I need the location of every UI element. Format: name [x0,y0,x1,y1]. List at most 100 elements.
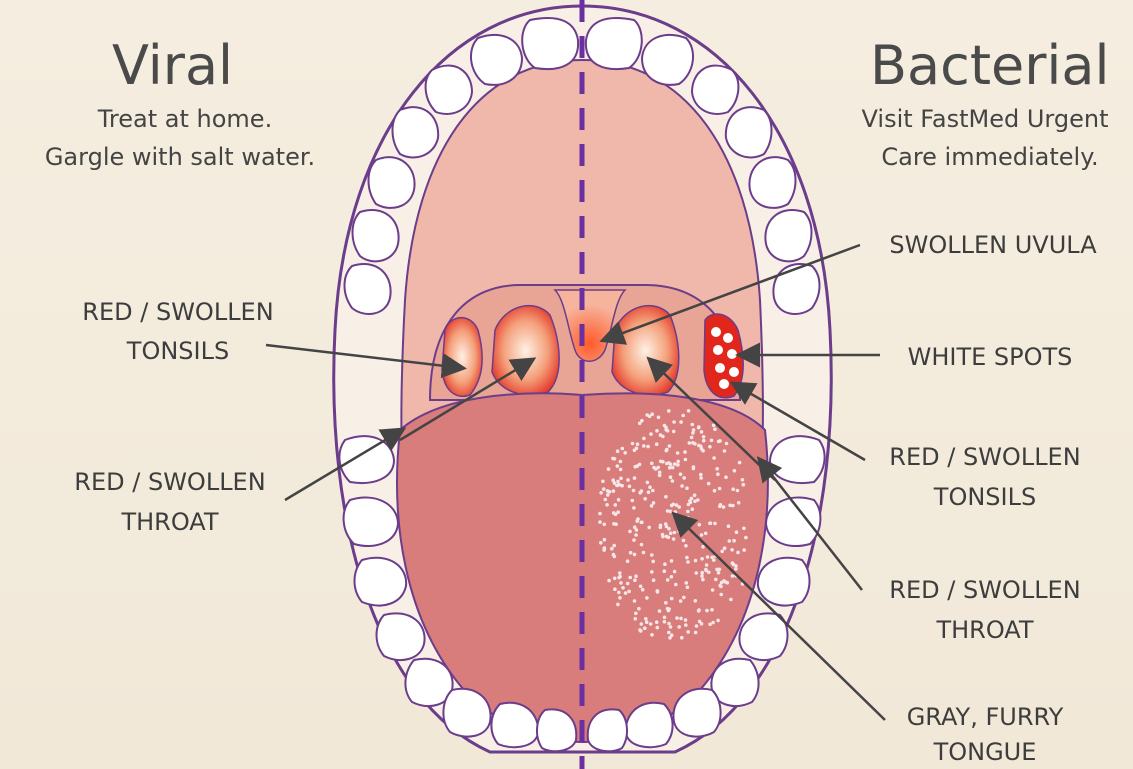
fur-dot [665,449,669,453]
fur-dot [695,571,699,575]
fur-dot [700,557,704,561]
fur-dot [724,580,728,584]
fur-dot [728,539,732,543]
fur-dot [663,616,667,620]
fur-dot [687,409,691,413]
fur-dot [618,571,622,575]
left-tonsils-label-line2: TONSILS [48,334,308,368]
fur-dot [680,636,684,640]
fur-dot [718,439,722,443]
fur-dot [723,449,727,453]
fur-dot [713,427,717,431]
fur-dot [666,578,670,582]
fur-dot [679,420,683,424]
tongue-label-line1: GRAY, FURRY [870,700,1100,734]
fur-dot [612,544,616,548]
fur-dot [642,551,646,555]
fur-dot [731,574,735,578]
fur-dot [646,445,650,449]
fur-dot [713,522,717,526]
fur-dot [613,481,617,485]
fur-dot [634,617,638,621]
fur-dot [709,521,713,525]
fur-dot [633,476,637,480]
fur-dot [682,476,686,480]
fur-dot [675,616,679,620]
fur-dot [702,435,706,439]
fur-dot [712,456,716,460]
fur-dot [686,510,690,514]
fur-dot [673,531,677,535]
fur-dot [618,596,622,600]
fur-dot [650,462,654,466]
fur-dot [686,586,690,590]
fur-dot [701,449,705,453]
fur-dot [667,409,671,413]
fur-dot [650,633,654,637]
fur-dot [642,444,646,448]
fur-dot [731,487,735,491]
fur-dot [674,583,678,587]
fur-dot [607,467,611,471]
fur-dot [731,561,735,565]
fur-dot [598,520,602,524]
fur-dot [658,471,662,475]
fur-dot [668,444,672,448]
fur-dot [697,609,701,613]
fur-dot [694,631,698,635]
fur-dot [637,607,641,611]
fur-dot [634,574,638,578]
fur-dot [664,601,668,605]
fur-dot [641,588,645,592]
fur-dot [650,504,654,508]
fur-dot [632,489,636,493]
fur-dot [675,503,679,507]
fur-dot [643,626,647,630]
fur-dot [741,478,745,482]
fur-dot [650,412,654,416]
fur-dot [736,489,740,493]
fur-dot [663,562,667,566]
fur-dot [645,620,649,624]
fur-dot [672,420,676,424]
fur-dot [621,586,625,590]
fur-dot [670,559,674,563]
fur-dot [733,469,737,473]
fur-dot [679,599,683,603]
bacterial-title: Bacterial [870,36,1110,96]
fur-dot [716,472,720,476]
fur-dot [700,430,704,434]
fur-dot [616,603,620,607]
fur-dot [669,475,673,479]
right-tonsils-label-line1: RED / SWOLLEN [860,440,1110,474]
fur-dot [708,445,712,449]
fur-dot [722,505,726,509]
fur-dot [686,630,690,634]
fur-dot [646,481,650,485]
fur-dot [655,620,659,624]
fur-dot [676,463,680,467]
left-tonsil-outer [442,318,482,397]
fur-dot [667,607,671,611]
fur-dot [692,467,696,471]
fur-dot [639,585,643,589]
fur-dot [610,547,614,551]
fur-dot [648,485,652,489]
fur-dot [677,625,681,629]
fur-dot [627,590,631,594]
fur-dot [647,490,651,494]
fur-dot [645,596,649,600]
fur-dot [599,541,603,545]
fur-dot [605,503,609,507]
fur-dot [603,523,607,527]
fur-dot [681,414,685,418]
fur-dot [661,460,665,464]
fur-dot [702,439,706,443]
fur-dot [613,577,617,581]
fur-dot [636,442,640,446]
fur-dot [635,447,639,451]
fur-dot [657,416,661,420]
fur-dot [697,425,701,429]
fur-dot [701,545,705,549]
